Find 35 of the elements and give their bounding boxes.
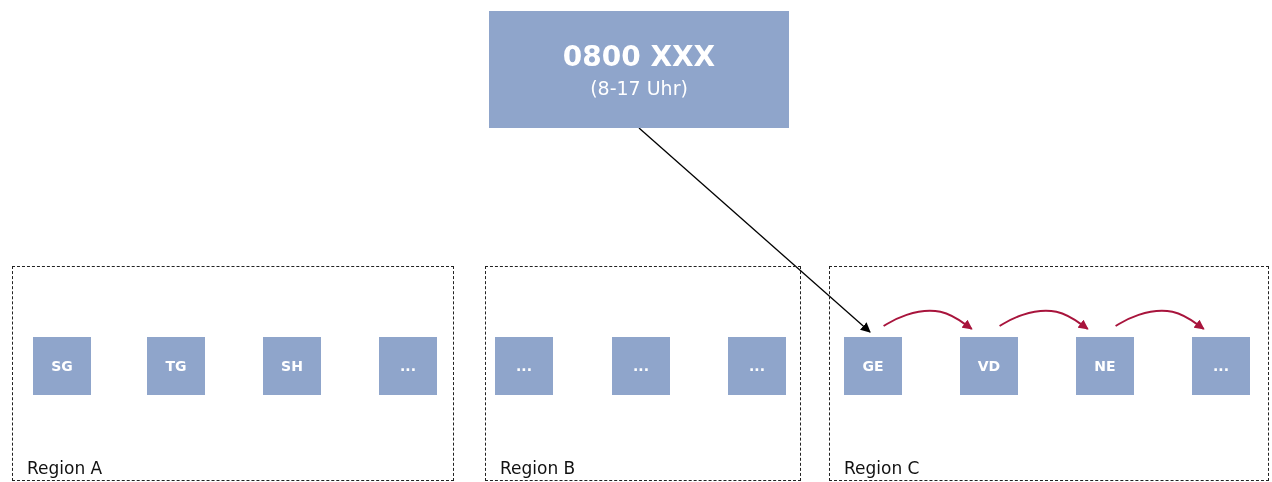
station-box: [1192, 337, 1250, 395]
box-label: NE: [1094, 358, 1116, 374]
station-box: [33, 337, 91, 395]
station-box: [728, 337, 786, 395]
station-box: [612, 337, 670, 395]
box-label: ...: [1213, 358, 1229, 374]
hours-label: (8-17 Uhr): [590, 75, 688, 101]
box-label: ...: [400, 358, 416, 374]
station-box: [263, 337, 321, 395]
box-label: ...: [633, 358, 649, 374]
station-box: [960, 337, 1018, 395]
region-frame: [829, 266, 1269, 481]
box-label: VD: [977, 358, 1001, 374]
box-label: 0800 XXX: [562, 38, 716, 75]
region-label: Region A: [27, 458, 103, 478]
region-frame: [12, 266, 454, 481]
station-box: [147, 337, 205, 395]
region-label: Region B: [500, 458, 576, 478]
box-label: ...: [749, 358, 765, 374]
arrow: [882, 309, 973, 330]
arrow: [1114, 309, 1205, 330]
region-label: Region C: [844, 458, 920, 478]
region-frame: [485, 266, 801, 481]
station-box: [844, 337, 902, 395]
station-box: [495, 337, 553, 395]
box-label: SH: [281, 358, 303, 374]
arrow: [998, 309, 1089, 330]
arrow: [638, 127, 871, 333]
station-box: [489, 11, 789, 128]
box-label: SG: [51, 358, 73, 374]
box-label: GE: [862, 358, 884, 374]
box-label: ...: [516, 358, 532, 374]
box-label: TG: [165, 358, 187, 374]
station-box: [1076, 337, 1134, 395]
station-box: [379, 337, 437, 395]
